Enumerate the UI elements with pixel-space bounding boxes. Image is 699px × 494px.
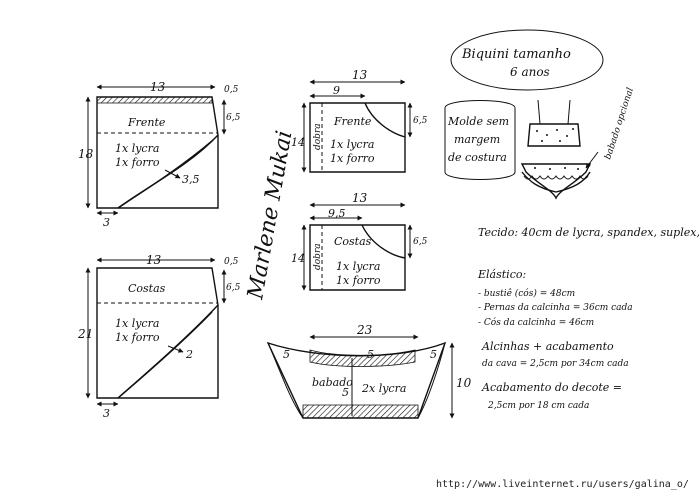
alcinhas-line1: Alcinhas + acabamento [481,340,614,353]
armhole-curve [361,224,406,259]
piece-outline [309,102,406,173]
dim-curve: 3,5 [182,173,200,186]
decote-line2: 2,5cm por 18 cm cada [487,401,589,411]
dim-width: 13 [146,253,162,267]
dim-height: 18 [78,147,94,161]
bottom-dots [534,167,579,170]
note-bubble-outline [444,100,516,180]
dim-base: 3 [103,216,110,229]
elastico-item-2: - Pernas da calcinha = 36cm cada [478,303,633,313]
curve-arrow [167,345,184,353]
piece-outline [309,224,406,291]
dim-height: 14 [291,252,305,265]
strap-left [537,99,541,125]
piece-outline [96,267,219,399]
strap-right [567,99,571,125]
dim-side: 6,5 [413,116,428,126]
curve-arrow [164,169,181,179]
materials-list: Tecido: 40cm de lycra, spandex, suplex, … [477,226,699,411]
ruffle-edge [523,175,589,180]
dim-inner: 9 [333,84,340,97]
elastico-title: Elástico: [477,268,526,281]
bikini-bottom [520,163,592,200]
dim-left: 5 [283,348,290,361]
armhole-curve [364,102,406,138]
dim-side: 6,5 [226,113,241,123]
piece-babado: 23 babado 2x lycra 5 5 5 5 10 [266,323,472,419]
label-forro: 1x forro [115,331,160,344]
title-line1: Biquini tamanho [461,47,571,62]
piece-costas-top: 13 9,5 dobra Costas 1x lycra 1x forro 14… [291,191,428,291]
label-frente: Frente [127,116,166,129]
label-forro: 1x forro [330,152,375,165]
piece-frente-top: 13 9 dobra Frente 1x lycra 1x forro 14 6… [291,68,428,173]
label-frente: Frente [333,115,372,128]
dim-inner-mid: 5 [342,386,349,399]
ruffle-label: babado opcional [603,87,636,161]
title-line2: 6 anos [510,65,550,79]
dim-width: 23 [356,323,373,337]
dim-width: 13 [352,191,368,205]
fold-label: dobra [313,243,323,270]
waist-hatch [96,96,213,104]
side-right [417,342,446,419]
label-forro: 1x forro [336,274,381,287]
dim-side: 6,5 [413,237,428,247]
alcinhas-line2: da cava = 2,5cm por 34cm cada [482,359,629,369]
waist-hatch [309,349,416,367]
note-line3: de costura [448,151,507,164]
fold-label: dobra [313,123,323,150]
label-babado: babado [312,376,353,389]
leg-curve-inner [117,311,213,399]
bikini-illustration: babado opcional [520,87,636,200]
label-lycra: 1x lycra [330,138,374,151]
title-bubble [450,29,604,91]
footer-url: http://www.liveinternet.ru/users/galina_… [436,479,689,490]
side-left [267,342,304,419]
dim-base: 3 [103,407,110,420]
dim-inner-top: 5 [367,348,374,361]
signature-text: Marlene Mukai [243,129,297,302]
elastico-item-1: - bustiê (cós) = 48cm [478,288,575,299]
elastico-item-3: - Cós da calcinha = 46cm [478,317,594,328]
dim-inner: 9,5 [328,207,346,220]
signature: Marlene Mukai [243,129,297,302]
top-dots [536,128,574,142]
leg-curve-inner [117,139,214,209]
dim-top-offset: 0,5 [224,85,239,95]
dim-right: 5 [430,348,437,361]
hem-hatch [302,404,419,419]
label-lycra: 2x lycra [361,382,406,395]
tecido-line: Tecido: 40cm de lycra, spandex, suplex, [478,226,699,239]
decote-line1: Acabamento do decote = [481,381,622,394]
dim-height: 10 [456,376,472,390]
dim-width: 13 [150,80,166,94]
label-costas: Costas [334,235,372,248]
label-lycra: 1x lycra [115,142,159,155]
ruffle [521,171,591,193]
note-bubble: Molde sem margem de costura [444,100,516,180]
dim-height: 21 [77,327,93,341]
note-line1: Molde sem [447,115,509,128]
dim-top-offset: 0,5 [224,257,239,267]
dim-height: 14 [291,136,305,149]
label-forro: 1x forro [115,156,160,169]
piece-outline [96,96,219,209]
label-lycra: 1x lycra [336,260,380,273]
label-costas: Costas [128,282,166,295]
dim-side: 6,5 [226,283,241,293]
ruffle-arrow [585,151,599,169]
label-lycra: 1x lycra [115,317,159,330]
note-line2: margem [454,133,500,146]
bikini-top [527,123,581,147]
piece-costas-bottom: 13 2 Costas 1x lycra 1x forro 21 0,5 6,5… [77,253,241,420]
dim-width: 13 [352,68,368,82]
piece-frente-bottom: 13 3,5 Frente 1x lycra 1x forro 18 0,5 6… [78,80,241,229]
dim-curve: 2 [185,348,193,361]
title-block: Biquini tamanho 6 anos [450,29,604,91]
